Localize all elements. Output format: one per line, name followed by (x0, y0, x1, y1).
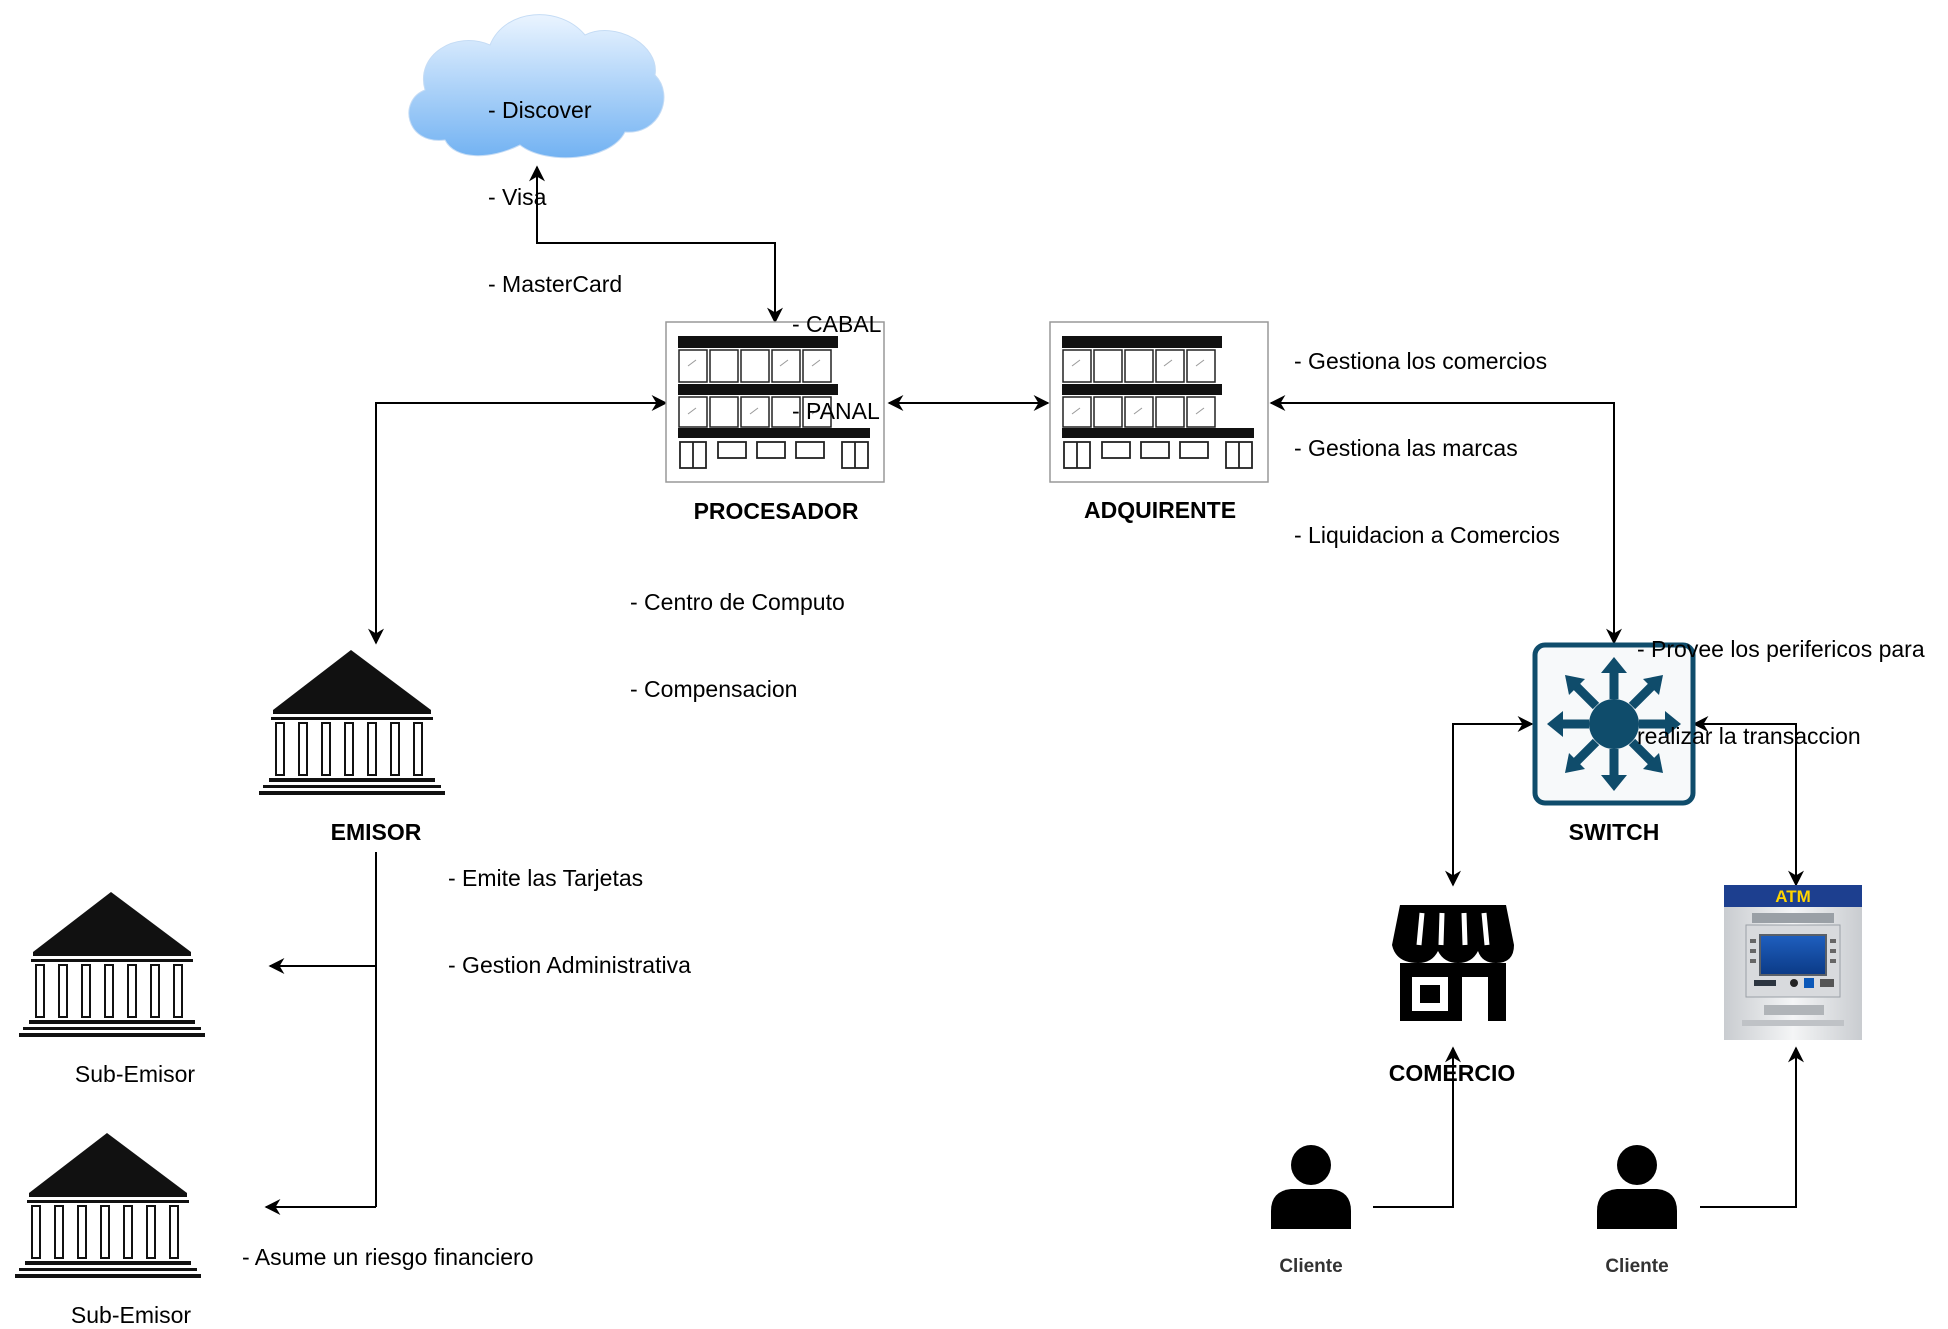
sub-emisor-1-title: Sub-Emisor (74, 1061, 196, 1087)
cliente-2-title: Cliente (1605, 1256, 1669, 1277)
comercio-store-icon (1392, 905, 1514, 1021)
cloud-network-mastercard: - MasterCard (488, 271, 623, 297)
note-cabal: - CABAL (792, 311, 882, 337)
note-emite-tarjetas: - Emite las Tarjetas (448, 865, 644, 891)
connector-adquirente-switch (1269, 395, 1622, 645)
sub-emisor-2-title: Sub-Emisor (70, 1302, 192, 1328)
emisor-notes: - Emite las Tarjetas - Gestion Administr… (448, 806, 691, 1009)
adquirente-notes: - Gestiona los comercios - Gestiona las … (1294, 289, 1560, 579)
switch-title: SWITCH (1568, 819, 1660, 845)
note-panal: - PANAL (792, 398, 880, 424)
cloud-network-discover: - Discover (488, 97, 592, 123)
comercio-title: COMERCIO (1388, 1060, 1516, 1086)
switch-notes: - Provee los perifericos para realizar l… (1637, 577, 1925, 780)
connector-cliente-comercio (1373, 1046, 1461, 1208)
connector-switch-comercio (1445, 716, 1534, 887)
cliente-1-title: Cliente (1279, 1256, 1343, 1277)
sub-emisor-2-bank-icon (14, 1132, 202, 1279)
emisor-title: EMISOR (330, 819, 422, 845)
procesador-title: PROCESADOR (693, 498, 859, 524)
procesador-top-notes: - CABAL - PANAL (792, 252, 881, 455)
connector-procesador-cloud (529, 165, 783, 324)
connector-cliente-atm (1700, 1046, 1804, 1208)
procesador-notes: - Centro de Computo - Compensacion (630, 530, 845, 733)
cliente-2-person-icon (1597, 1145, 1677, 1229)
adquirente-title: ADQUIRENTE (1083, 497, 1237, 523)
atm-machine-icon (1724, 885, 1862, 1040)
note-provee-perifericos: - Provee los perifericos para (1637, 636, 1925, 662)
connector-procesador-emisor (368, 395, 668, 645)
cloud-networks-list: - Discover - Visa - MasterCard (488, 38, 622, 328)
sub-emisor-2-note: - Asume un riesgo financiero (242, 1244, 534, 1270)
note-centro-de-computo: - Centro de Computo (630, 589, 845, 615)
switch-icon (1532, 642, 1696, 806)
cliente-1-person-icon (1271, 1145, 1351, 1229)
note-liquidacion-comercios: - Liquidacion a Comercios (1294, 522, 1560, 548)
adquirente-building-icon (1049, 321, 1269, 483)
note-compensacion: - Compensacion (630, 676, 798, 702)
note-gestion-administrativa: - Gestion Administrativa (448, 952, 691, 978)
atm-label: ATM (1775, 887, 1811, 906)
connectors (264, 165, 1804, 1215)
sub-emisor-1-bank-icon (18, 891, 206, 1038)
emisor-bank-icon (258, 649, 446, 796)
emisor-label-mask (320, 808, 432, 852)
note-realizar-transaccion: realizar la transaccion (1637, 723, 1861, 749)
note-gestiona-comercios: - Gestiona los comercios (1294, 348, 1548, 374)
connector-switch-atm (1692, 716, 1804, 887)
cloud-network-visa: - Visa (488, 184, 547, 210)
cloud-icon (408, 14, 665, 159)
note-gestiona-marcas: - Gestiona las marcas (1294, 435, 1518, 461)
